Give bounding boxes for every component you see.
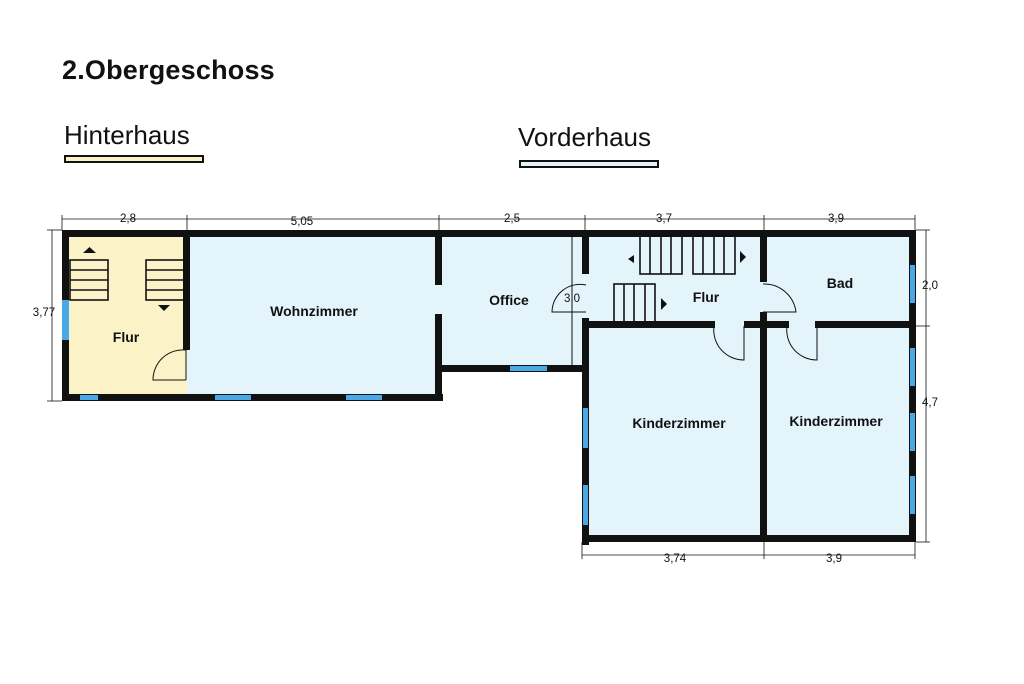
legend-label-vorderhaus: Vorderhaus bbox=[518, 122, 651, 152]
room-label-flur-hinterhaus: Flur bbox=[113, 329, 140, 345]
arrow-down-icon bbox=[158, 305, 170, 311]
window-kinderzimmer-2a bbox=[910, 348, 915, 386]
dimension-label-top-1: 2,8 bbox=[120, 213, 136, 225]
dimension-label-top-2: 5,05 bbox=[291, 216, 313, 228]
legend-swatch-vorderhaus bbox=[519, 160, 659, 168]
window-kinderzimmer-2b bbox=[910, 413, 915, 451]
door-bad bbox=[762, 283, 797, 313]
dimension-label-bottom-1: 3,74 bbox=[664, 553, 687, 565]
dimension-label-top-5: 3,9 bbox=[828, 213, 844, 225]
room-label-bad: Bad bbox=[827, 275, 853, 291]
stairs bbox=[69, 235, 736, 324]
room-label-wohnzimmer: Wohnzimmer bbox=[270, 303, 358, 319]
door-kinderzimmer-1 bbox=[713, 325, 745, 361]
window-kinderzimmer-1b bbox=[583, 485, 588, 525]
arrow-up-icon bbox=[83, 247, 96, 253]
room-fill-office bbox=[439, 234, 585, 368]
window-wohnzimmer-2 bbox=[346, 395, 382, 400]
dimension-lines bbox=[47, 215, 930, 559]
legend-swatch-hinterhaus bbox=[64, 155, 204, 163]
window-kinderzimmer-2c bbox=[910, 476, 915, 514]
door-flur-hinterhaus bbox=[152, 349, 187, 381]
room-label-kinderzimmer-1: Kinderzimmer bbox=[632, 415, 726, 431]
window-office bbox=[510, 366, 547, 371]
room-label-flur-vorderhaus: Flur bbox=[693, 289, 720, 305]
dimension-label-right-lower: 4,7 bbox=[922, 397, 938, 409]
room-fill-vorderhaus-east bbox=[585, 234, 915, 540]
arrow-right-icon bbox=[661, 298, 667, 310]
dimension-label-bottom-2: 3,9 bbox=[826, 553, 842, 565]
room-fill-wohnzimmer bbox=[187, 234, 439, 396]
dimension-label-left: 3,77 bbox=[33, 307, 55, 319]
dimension-label-right-upper: 2,0 bbox=[922, 280, 938, 292]
room-label-office: Office bbox=[489, 292, 529, 308]
doors bbox=[152, 236, 818, 381]
door-office bbox=[551, 283, 587, 313]
page-title: 2.Obergeschoss bbox=[62, 55, 275, 85]
window-bad bbox=[910, 265, 915, 303]
door-kinderzimmer-2 bbox=[786, 325, 818, 361]
window-flur-south bbox=[80, 395, 98, 400]
dimension-label-top-3: 2,5 bbox=[504, 213, 520, 225]
window-kinderzimmer-1a bbox=[583, 408, 588, 448]
room-label-kinderzimmer-2: Kinderzimmer bbox=[789, 413, 883, 429]
stair-arrows bbox=[83, 247, 746, 311]
windows bbox=[62, 265, 915, 525]
dimension-label-office-inner: 3,0 bbox=[564, 293, 580, 305]
window-flur-west bbox=[62, 300, 69, 340]
dimension-label-top-4: 3,7 bbox=[656, 213, 672, 225]
room-fill-flur-hinterhaus bbox=[66, 234, 187, 396]
arrow-left-icon bbox=[628, 255, 634, 263]
arrow-right-icon bbox=[740, 251, 746, 263]
window-wohnzimmer-1 bbox=[215, 395, 251, 400]
legend-label-hinterhaus: Hinterhaus bbox=[64, 120, 190, 150]
